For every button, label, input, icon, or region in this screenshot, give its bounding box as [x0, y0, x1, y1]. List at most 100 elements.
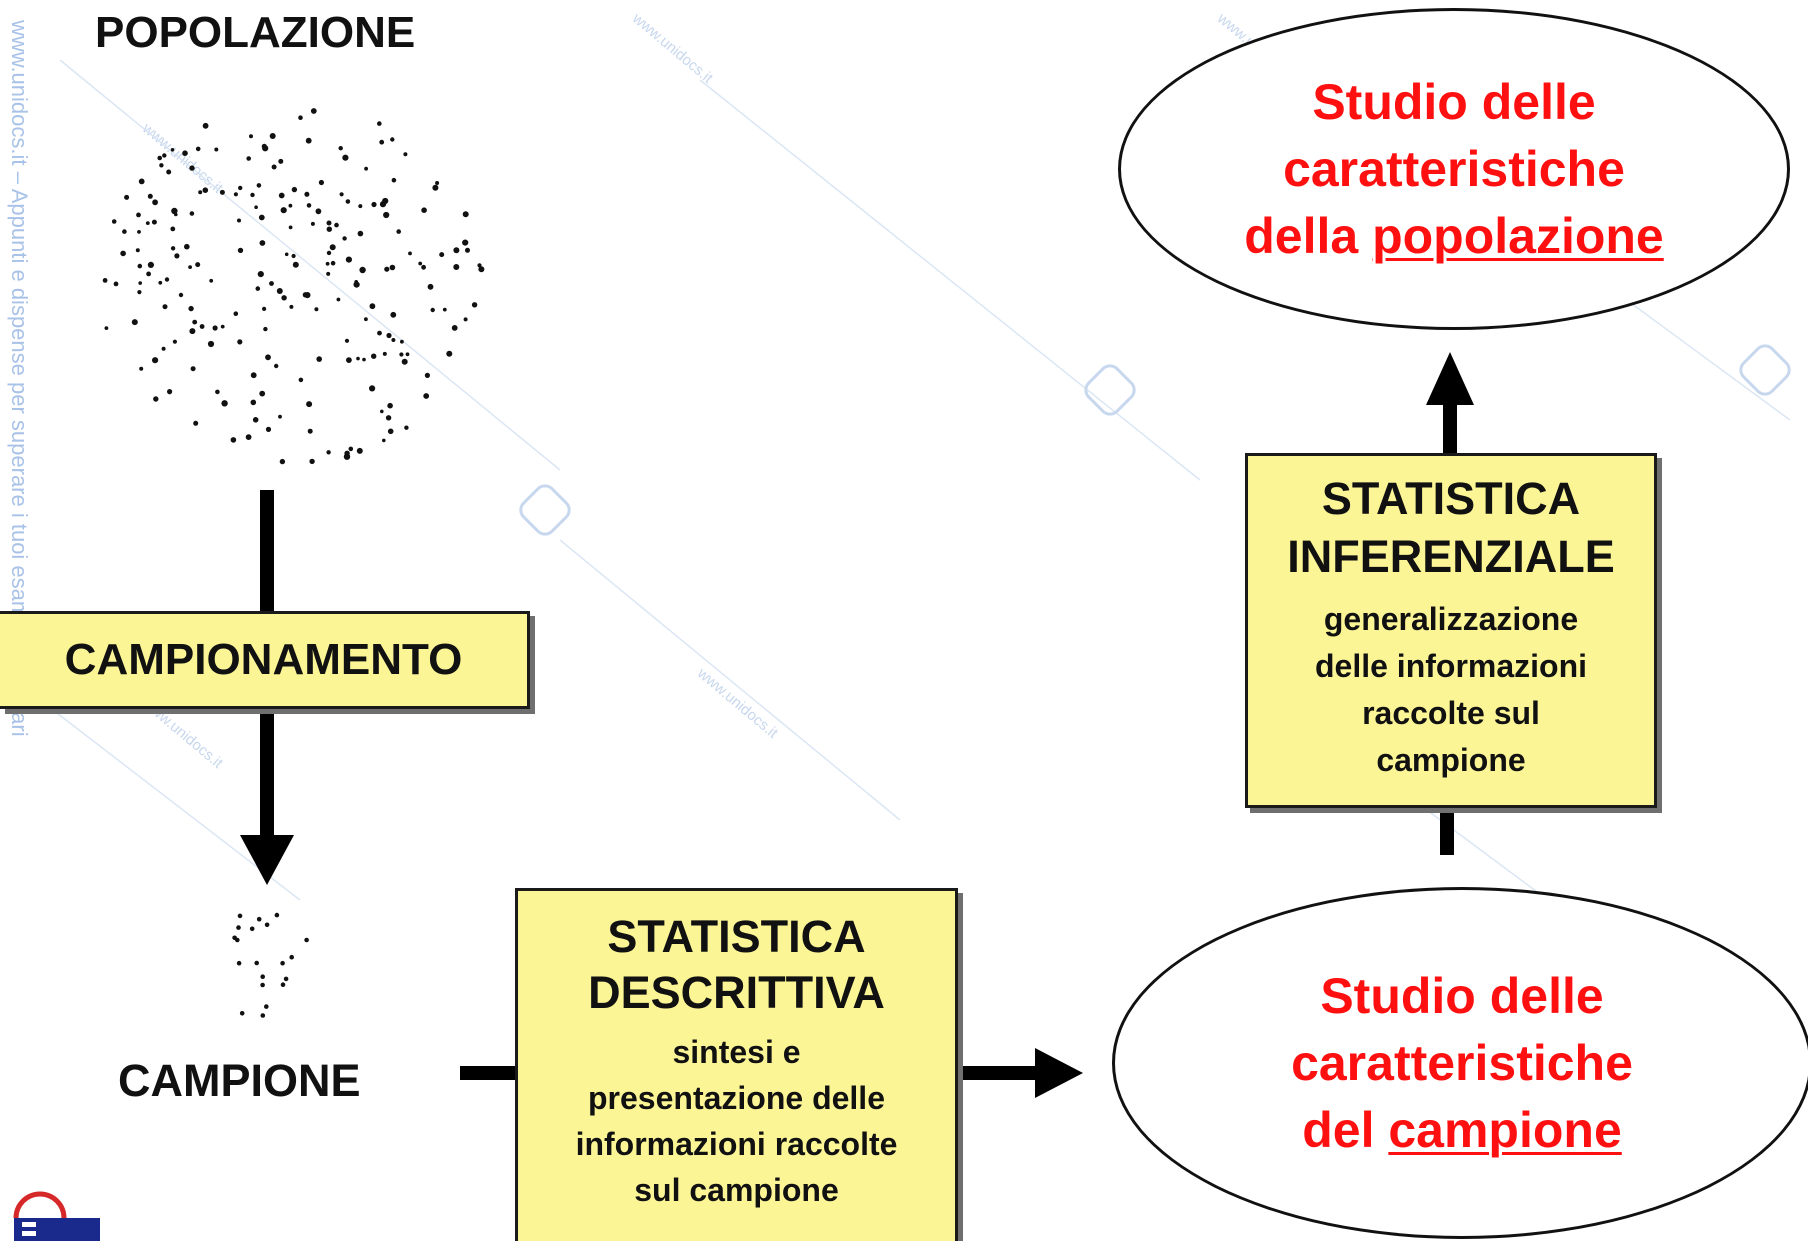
population-dot — [345, 199, 351, 204]
population-dot — [238, 185, 243, 191]
sample-study-line2: caratteristiche — [1291, 1034, 1633, 1091]
population-dot — [124, 194, 130, 200]
population-dot — [153, 396, 159, 402]
population-dot — [387, 428, 394, 435]
population-dot — [318, 179, 324, 186]
population-dot — [348, 446, 354, 452]
population-dot — [342, 154, 349, 161]
population-dot — [391, 177, 397, 183]
inferential-body-line1: generalizzazione — [1323, 601, 1579, 637]
population-dot — [288, 225, 293, 230]
population-dot — [298, 377, 304, 383]
population-dot — [131, 319, 138, 326]
population-dot — [387, 402, 393, 409]
sample-dot — [264, 1004, 269, 1009]
population-dots — [102, 108, 485, 465]
population-dot — [152, 357, 159, 364]
logo-icon — [13, 1191, 100, 1241]
population-dot — [442, 307, 447, 312]
inferential-body-line4: campione — [1376, 742, 1526, 778]
population-dot — [262, 306, 267, 311]
population-dot — [170, 148, 175, 152]
population-dot — [291, 253, 296, 259]
descriptive-title-line2: DESCRITTIVA — [588, 967, 885, 1018]
sample-dot — [256, 916, 262, 922]
inferential-body-line3: raccolte sul — [1362, 695, 1540, 731]
sample-study-ellipse: Studio delle caratteristiche del campion… — [1112, 887, 1808, 1239]
sample-dot — [304, 937, 309, 943]
population-dot — [288, 203, 293, 208]
population-dot — [135, 248, 140, 253]
population-dot — [344, 450, 350, 456]
population-dot — [292, 261, 299, 268]
population-dot — [215, 389, 220, 395]
sample-dot — [289, 954, 295, 960]
sample-dot — [260, 1013, 266, 1018]
population-dot — [147, 193, 153, 199]
population-dot — [269, 281, 274, 286]
population-dot — [159, 163, 164, 168]
descriptive-title-line1: STATISTICA — [607, 911, 866, 962]
population-dot — [430, 307, 435, 313]
population-dot — [305, 137, 312, 144]
population-dot — [304, 191, 310, 197]
population-dot — [389, 264, 396, 271]
population-dot — [192, 319, 198, 325]
population-dot — [219, 189, 225, 195]
population-dot — [164, 277, 170, 282]
population-dot — [207, 340, 215, 348]
population-dot — [377, 121, 382, 126]
population-dot — [254, 205, 258, 209]
population-dot — [478, 266, 485, 273]
population-dot — [166, 169, 172, 175]
arrow-head-up — [1426, 352, 1474, 405]
population-dot — [329, 244, 336, 251]
population-underlined-word: popolazione — [1372, 207, 1664, 264]
population-dot — [289, 304, 294, 309]
population-dot — [250, 399, 257, 406]
sample-dot — [236, 960, 242, 966]
population-dot — [170, 226, 176, 232]
population-dot — [463, 317, 468, 322]
population-dot — [189, 211, 195, 216]
population-dot — [190, 366, 196, 372]
population-dot — [263, 326, 268, 332]
population-dot — [184, 243, 190, 250]
population-dot — [309, 458, 315, 465]
descriptive-body-line3: informazioni raccolte — [575, 1126, 898, 1162]
population-dot — [250, 372, 257, 379]
population-dot — [202, 187, 209, 193]
population-dot — [336, 297, 341, 302]
population-dot — [278, 414, 282, 419]
population-study-line3: della popolazione — [1244, 207, 1664, 264]
population-dot — [310, 108, 317, 114]
population-dot — [138, 178, 145, 185]
population-dot — [451, 325, 458, 331]
population-dot — [306, 203, 312, 208]
population-dot — [138, 281, 142, 285]
population-dot — [423, 393, 430, 399]
population-dot — [400, 339, 404, 344]
population-dot — [111, 219, 117, 224]
sample-dot — [236, 925, 241, 930]
population-dot — [371, 201, 377, 208]
population-dot — [391, 338, 396, 342]
arrow-head-down — [240, 835, 294, 885]
population-dot — [265, 426, 272, 432]
descriptive-body-line2: presentazione delle — [588, 1080, 885, 1116]
inferential-title-line2: INFERENZIALE — [1287, 531, 1615, 582]
population-dot — [279, 458, 286, 465]
population-dot — [182, 150, 188, 156]
population-dot — [195, 262, 201, 268]
population-dot — [364, 166, 368, 171]
population-dot — [379, 201, 387, 208]
population-dot — [344, 338, 350, 343]
population-dot — [453, 264, 460, 270]
population-dot — [172, 339, 177, 344]
population-dot — [269, 133, 276, 139]
sample-dot — [249, 926, 255, 932]
population-dot — [281, 295, 287, 301]
population-dot — [202, 122, 209, 129]
descriptive-statistics-box: STATISTICA DESCRITTIVA sintesi e present… — [515, 888, 958, 1241]
population-dot — [278, 192, 285, 199]
